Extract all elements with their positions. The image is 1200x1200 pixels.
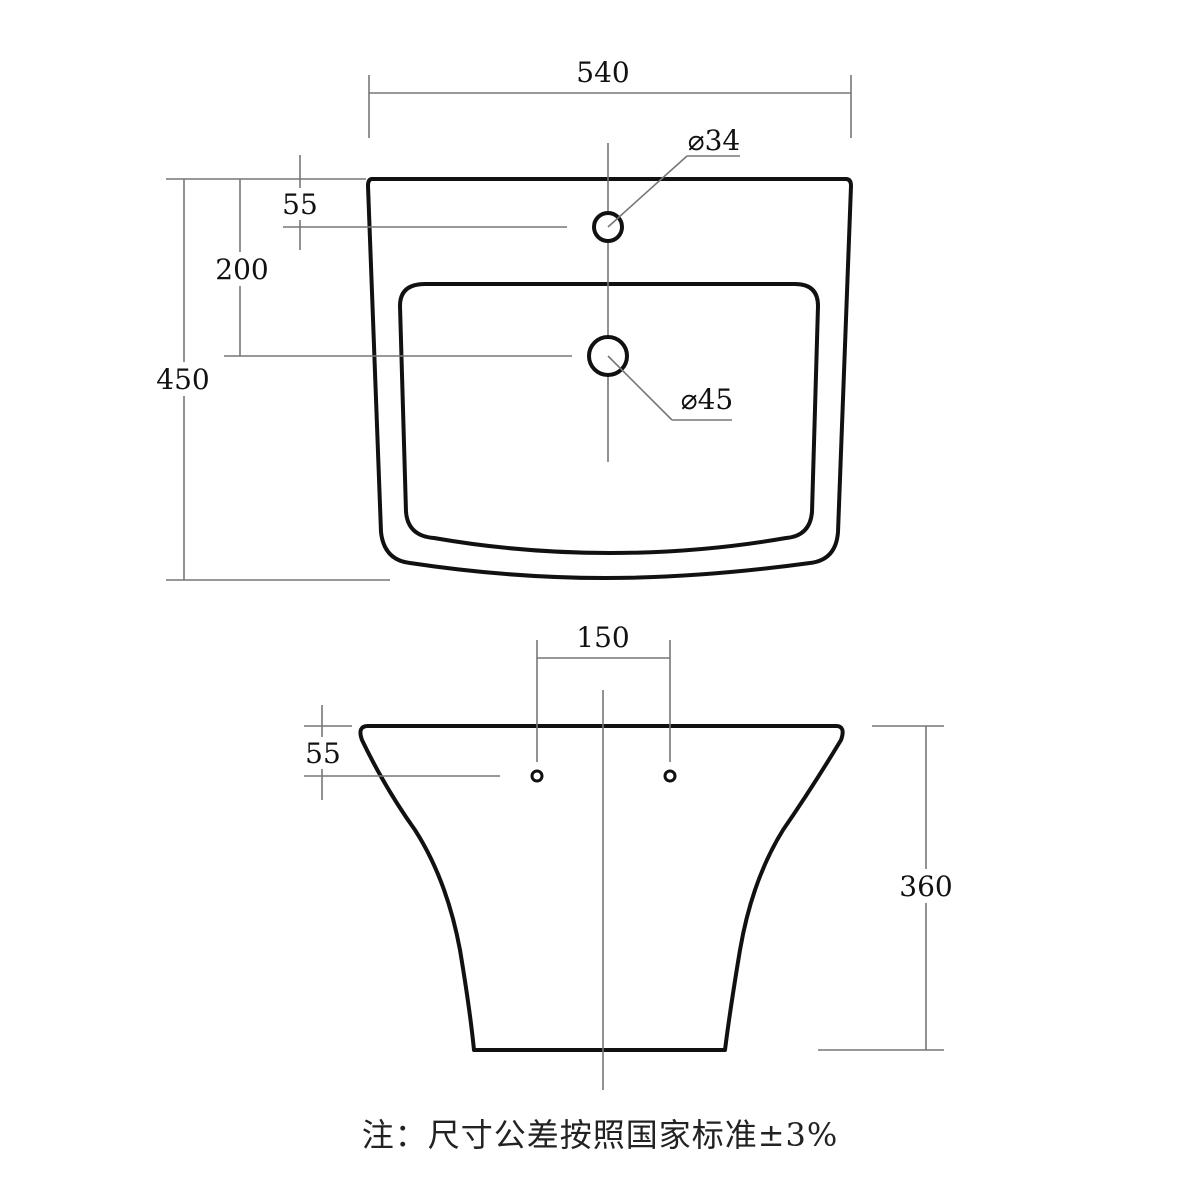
drain-offset-dimension: 200 bbox=[212, 179, 572, 357]
drain-hole-leader: ⌀45 bbox=[607, 355, 734, 421]
mounting-hole-right bbox=[663, 769, 677, 783]
tap-offset-dimension: 55 bbox=[276, 155, 567, 250]
drain-hole-label: ⌀45 bbox=[681, 383, 734, 416]
hole-offset-label: 55 bbox=[305, 737, 341, 770]
front-height-dimension: 360 bbox=[818, 725, 958, 1051]
tolerance-note: 注：尺寸公差按照国家标准±3% bbox=[361, 1116, 839, 1154]
basin-inner-bowl bbox=[398, 282, 820, 555]
tap-hole-leader: ⌀34 bbox=[607, 124, 741, 228]
width-label: 540 bbox=[576, 56, 629, 89]
hole-offset-dimension: 55 bbox=[300, 705, 500, 800]
hole-spacing-label: 150 bbox=[576, 621, 629, 654]
tap-hole-label: ⌀34 bbox=[688, 124, 741, 157]
tap-offset-label: 55 bbox=[282, 188, 318, 221]
basin-outer-outline bbox=[366, 177, 853, 580]
hole-spacing-dimension: 150 bbox=[536, 621, 671, 762]
width-dimension: 540 bbox=[368, 56, 852, 138]
front-height-label: 360 bbox=[899, 870, 952, 903]
basin-top-view: 540 450 200 55 ⌀34 bbox=[152, 56, 853, 581]
mounting-hole-left bbox=[530, 769, 544, 783]
height-dimension: 450 bbox=[152, 178, 390, 581]
basin-front-view: 150 55 360 bbox=[300, 621, 958, 1090]
drain-offset-label: 200 bbox=[215, 253, 268, 286]
height-label: 450 bbox=[156, 363, 209, 396]
basin-front-outline bbox=[358, 724, 845, 1052]
